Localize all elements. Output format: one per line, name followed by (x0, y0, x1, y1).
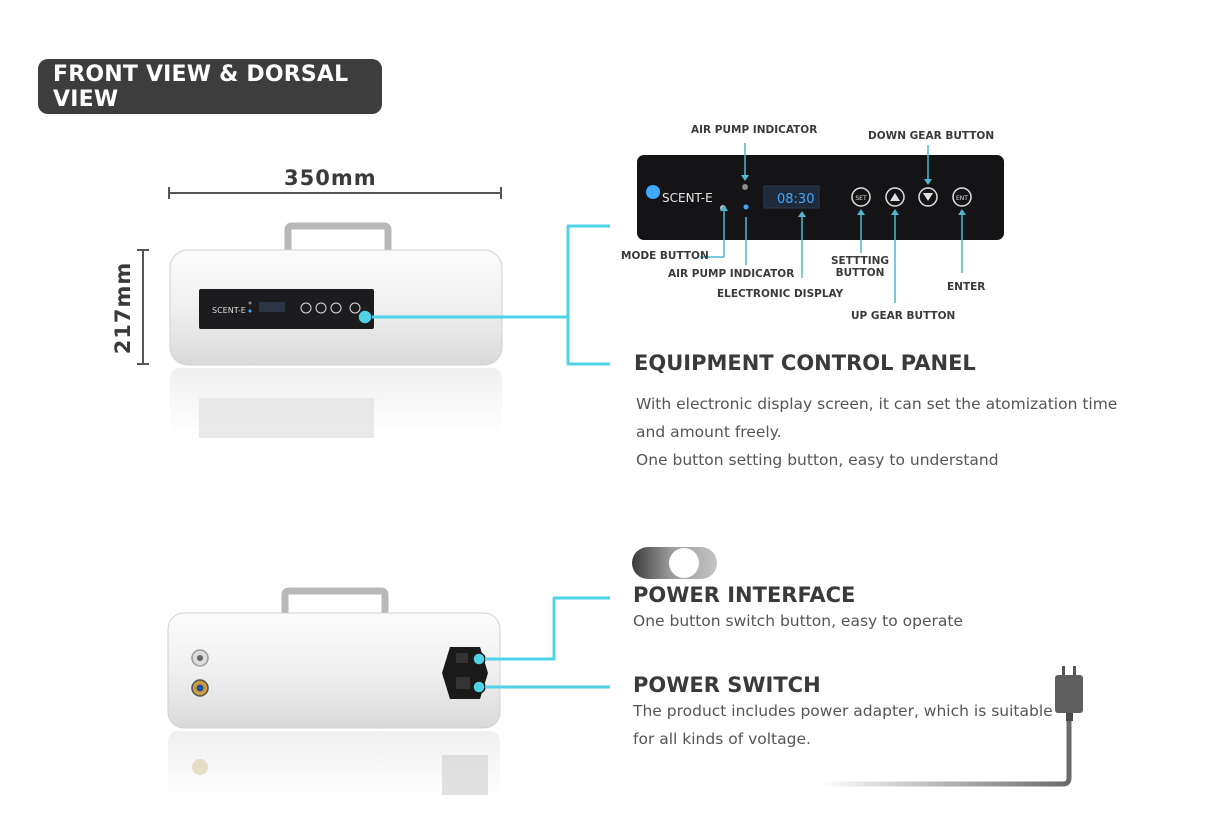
callout-pointers (700, 143, 966, 303)
control-panel-title: EQUIPMENT CONTROL PANEL (634, 351, 976, 375)
air-pump-indicator-top (742, 184, 748, 190)
callout-down-gear-button: DOWN GEAR BUTTON (868, 130, 995, 142)
power-switch-description: The product includes power adapter, whic… (633, 702, 1053, 748)
callout-electronic-display: ELECTRONIC DISPLAY (717, 288, 844, 300)
svg-text:SET: SET (855, 195, 867, 202)
electronic-display (763, 185, 820, 209)
page-title: FRONT VIEW & DORSAL VIEW (53, 61, 349, 112)
display-time: 08:30 (777, 192, 814, 207)
height-dimension-line (137, 249, 149, 365)
callout-air-pump-indicator-top: AIR PUMP INDICATOR (691, 124, 818, 136)
callout-enter: ENTER (947, 281, 986, 293)
rear-device-illustration (167, 587, 501, 801)
up-gear-button[interactable] (885, 187, 905, 207)
set-button[interactable]: SET (851, 187, 871, 207)
callout-setting-button: SETTTING BUTTON (830, 255, 890, 279)
width-dimension-label: 350mm (284, 166, 377, 190)
power-interface-description: One button switch button, easy to operat… (633, 612, 963, 630)
page-title-badge: FRONT VIEW & DORSAL VIEW (38, 59, 382, 114)
front-device-illustration: SCENT-E (169, 222, 503, 438)
enter-button[interactable]: ENT (952, 187, 972, 207)
control-panel-connector (357, 224, 610, 366)
callout-mode-button: MODE BUTTON (621, 250, 709, 262)
width-dimension-line (168, 187, 502, 199)
height-dimension-label: 217mm (111, 261, 135, 355)
control-panel-closeup: SCENT-E 08:30 SET ENT (637, 155, 1004, 240)
svg-text:SCENT-E: SCENT-E (212, 306, 246, 315)
air-pump-indicator-bottom (743, 204, 749, 210)
power-interface-title: POWER INTERFACE (633, 583, 856, 607)
power-plug-icon (820, 666, 1083, 787)
control-panel-description: With electronic display screen, it can s… (636, 395, 1118, 469)
callout-air-pump-indicator-bottom: AIR PUMP INDICATOR (668, 268, 795, 280)
callout-up-gear-button: UP GEAR BUTTON (851, 310, 956, 322)
toggle-switch-icon (632, 547, 717, 579)
svg-text:ENT: ENT (956, 195, 968, 202)
power-connectors (472, 596, 610, 694)
brand-logo-text: SCENT-E (662, 191, 713, 205)
down-gear-button[interactable] (918, 187, 938, 207)
power-switch-title: POWER SWITCH (633, 673, 821, 697)
